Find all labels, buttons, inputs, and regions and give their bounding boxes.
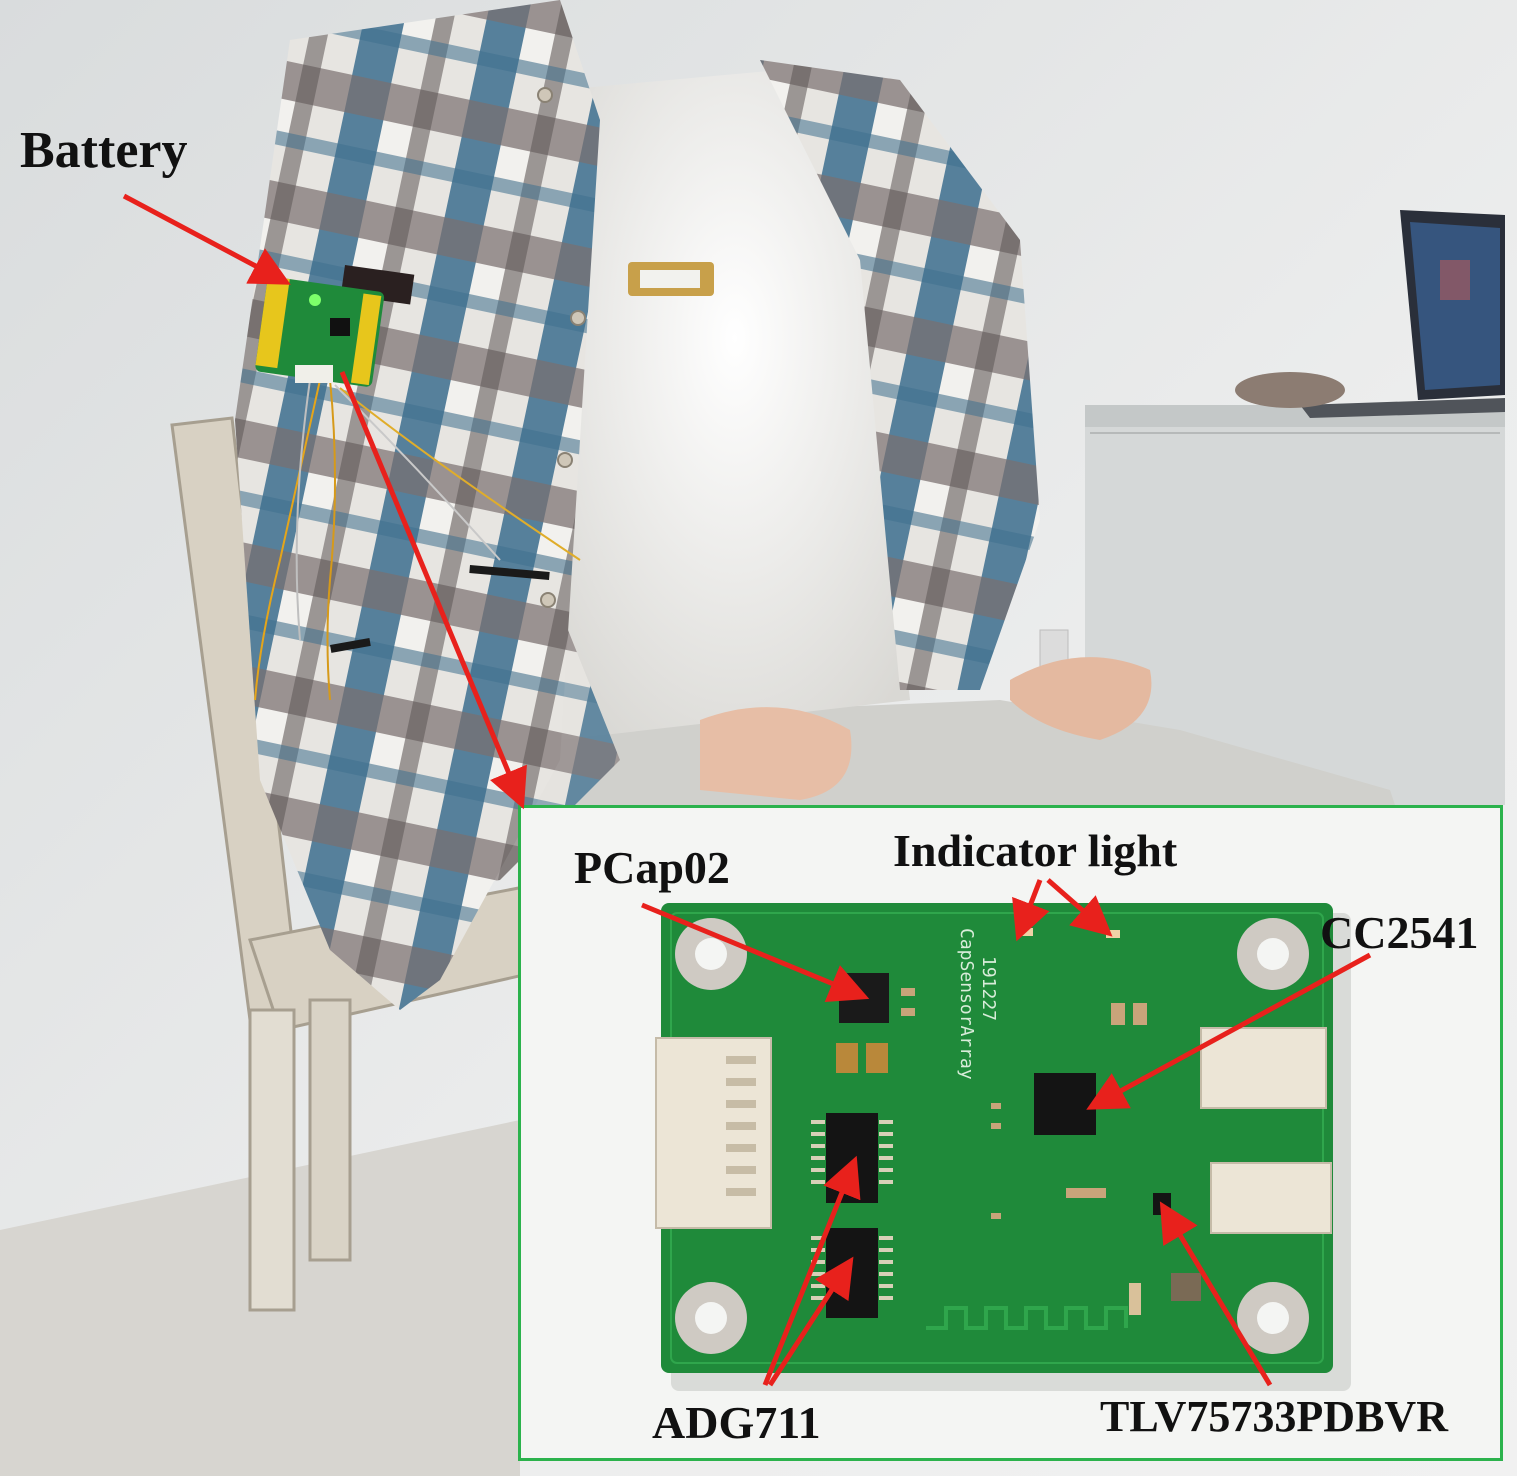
arm-board xyxy=(255,265,415,387)
pcap02-chip xyxy=(839,973,889,1023)
plaid-shirt-right xyxy=(760,60,1040,690)
tlv-regulator xyxy=(1153,1193,1171,1215)
left-hand xyxy=(700,707,852,800)
antenna-trace xyxy=(926,1306,1128,1330)
right-hand xyxy=(1010,657,1152,740)
cc2541-chip xyxy=(1034,1073,1096,1135)
label-cc2541: CC2541 xyxy=(1320,907,1479,958)
label-indicator-light: Indicator light xyxy=(893,825,1178,876)
label-tlv: TLV75733PDBVR xyxy=(1100,1392,1448,1441)
silkscreen-code: 191227 xyxy=(978,956,999,1021)
pcb-photo: CapSensorArray 191227 xyxy=(521,808,1500,1458)
label-pcap02: PCap02 xyxy=(574,842,730,893)
silkscreen-name: CapSensorArray xyxy=(956,928,977,1080)
adg711-chip-bottom xyxy=(826,1228,878,1318)
t-shirt xyxy=(560,70,910,740)
cap-object xyxy=(1235,372,1345,408)
laptop xyxy=(1300,210,1505,418)
right-connector-bottom xyxy=(1210,1162,1332,1234)
right-connector-top xyxy=(1200,1027,1327,1109)
shirt-buttons xyxy=(537,87,586,608)
label-battery: Battery xyxy=(20,122,188,179)
label-adg711: ADG711 xyxy=(652,1397,821,1448)
left-connector xyxy=(655,1037,772,1229)
adg711-chip-top xyxy=(826,1113,878,1203)
pcb-inset: CapSensorArray 191227 xyxy=(518,805,1503,1461)
